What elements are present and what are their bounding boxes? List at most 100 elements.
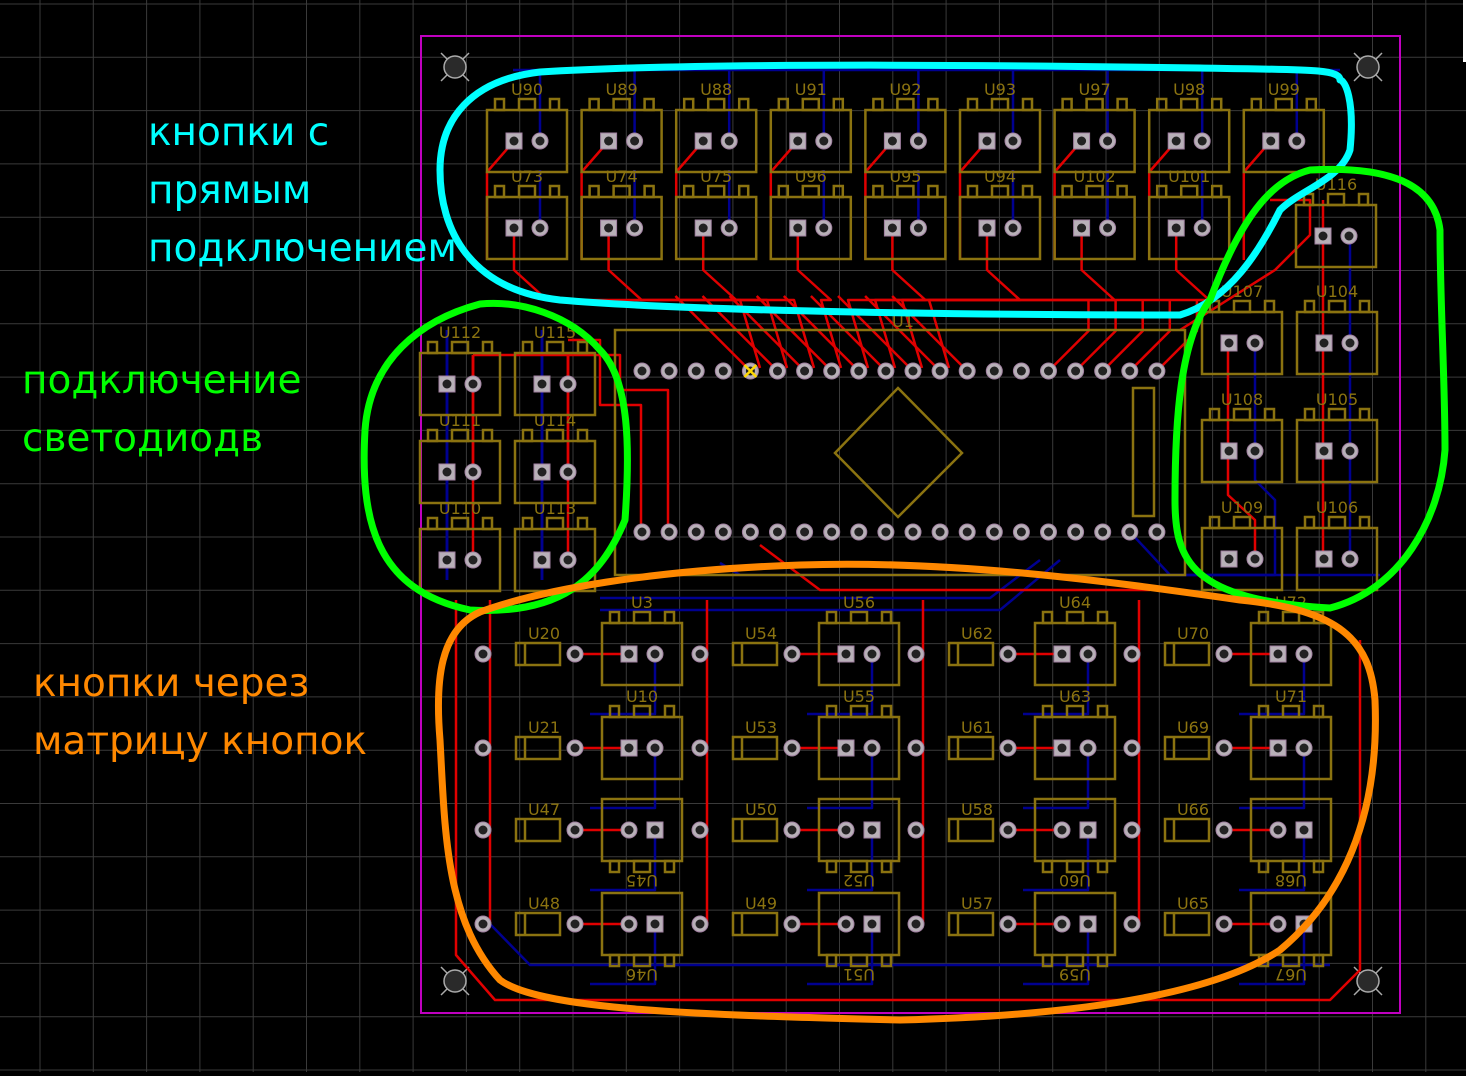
footprint-tab — [825, 704, 838, 719]
footprint-body — [864, 195, 947, 261]
pad-hole — [1273, 649, 1283, 659]
pad-hole — [1266, 136, 1276, 146]
footprint-tab — [1041, 704, 1054, 719]
pad-hole — [1273, 919, 1283, 929]
footprint-tab — [576, 516, 589, 531]
ref-label: U59 — [1059, 965, 1091, 984]
footprint-tab — [872, 97, 884, 112]
pad-hole — [1083, 743, 1093, 753]
diode-U50: U50 — [691, 800, 801, 843]
footprint-tab — [643, 97, 655, 112]
ref-label: U67 — [1275, 965, 1307, 984]
footprint-tab — [1155, 97, 1168, 112]
footprint-tab — [1021, 97, 1034, 112]
pad-hole — [1077, 223, 1087, 233]
pad-hole — [867, 825, 877, 835]
footprint-tab — [632, 610, 652, 625]
ref-label: U110 — [439, 499, 481, 518]
footprint-tab — [777, 97, 790, 112]
footprint-tab — [426, 516, 439, 531]
footprint-tab — [1281, 953, 1301, 968]
footprint-tab — [832, 97, 845, 112]
pad-hole — [787, 743, 797, 753]
footprint-tab — [545, 516, 565, 531]
footprint-tab — [737, 184, 750, 199]
footprint-body — [580, 108, 663, 174]
footprint-tab — [849, 610, 869, 625]
footprint-tab — [426, 340, 439, 355]
pad-hole — [442, 555, 452, 565]
pad-hole — [468, 379, 478, 389]
footprint-body — [513, 351, 597, 417]
footprint-tab — [548, 184, 561, 199]
diode-body — [947, 817, 995, 843]
button-U105: U105 — [1295, 390, 1379, 484]
footprint-tab — [990, 97, 1010, 112]
pad-hole — [773, 366, 782, 376]
annotation-direct-buttons: кнопки с прямым подключением — [148, 110, 457, 271]
pad-hole — [478, 919, 488, 929]
ref-label: U97 — [1079, 80, 1111, 99]
footprint-tab — [1281, 859, 1301, 874]
diode-body — [514, 641, 562, 667]
diode-body — [514, 735, 562, 761]
footprint-tab — [1065, 953, 1085, 968]
mounting-hole — [1353, 52, 1383, 82]
footprint-tab — [880, 704, 893, 719]
ref-label: U65 — [1177, 894, 1209, 913]
diode-U66: U66 — [1123, 800, 1233, 843]
outline-direct-buttons — [436, 61, 1355, 319]
button-U10: U10 — [600, 687, 684, 781]
footprint-tab — [1250, 97, 1263, 112]
ref-label: U53 — [745, 718, 777, 737]
footprint-tab — [706, 184, 726, 199]
pad-hole — [650, 743, 660, 753]
footprint-tab — [1303, 515, 1316, 530]
button-U91: U91 — [769, 80, 853, 174]
ref-label: U102 — [1073, 167, 1115, 186]
pad-hole — [478, 649, 488, 659]
bottom-trace — [1239, 748, 1306, 810]
footprint-body — [864, 108, 947, 174]
board-outline — [420, 35, 1401, 1014]
ref-label: U68 — [1275, 871, 1307, 890]
ref-label: U50 — [745, 800, 777, 819]
pad-hole — [1016, 527, 1026, 537]
footprint-tab — [1281, 610, 1301, 625]
pad-hole — [867, 649, 877, 659]
window-edge-marker — [1463, 0, 1466, 62]
pad-hole — [691, 366, 701, 376]
pad-hole — [1125, 366, 1135, 376]
ref-label: U66 — [1177, 800, 1209, 819]
pad-hole — [1152, 527, 1162, 537]
footprint-tab — [990, 184, 1010, 199]
pad-hole — [442, 467, 452, 477]
pad-hole — [827, 366, 837, 376]
pad-hole — [695, 649, 705, 659]
ref-label: U62 — [961, 624, 993, 643]
pad-hole — [881, 366, 891, 376]
pad-hole — [537, 555, 547, 565]
footprint-tab — [1303, 407, 1316, 422]
pad-hole — [908, 527, 918, 537]
pad-hole — [1008, 223, 1018, 233]
pad-hole — [1299, 743, 1309, 753]
pad-hole — [793, 136, 803, 146]
bottom-trace — [1239, 924, 1306, 986]
ref-label: U47 — [528, 800, 560, 819]
top-trace — [1074, 300, 1117, 372]
ref-label: U71 — [1275, 687, 1307, 706]
highlight-pin-icon — [743, 364, 758, 378]
footprint-tab — [608, 953, 621, 968]
pad-hole — [841, 919, 851, 929]
pad-hole — [1071, 527, 1081, 537]
button-U101: U101 — [1147, 167, 1231, 261]
pad-hole — [624, 919, 634, 929]
ref-label: U89 — [606, 80, 638, 99]
footprint-tab — [632, 953, 652, 968]
ref-label: U114 — [534, 411, 576, 430]
pad-hole — [800, 527, 810, 537]
button-U55: U55 — [817, 687, 901, 781]
